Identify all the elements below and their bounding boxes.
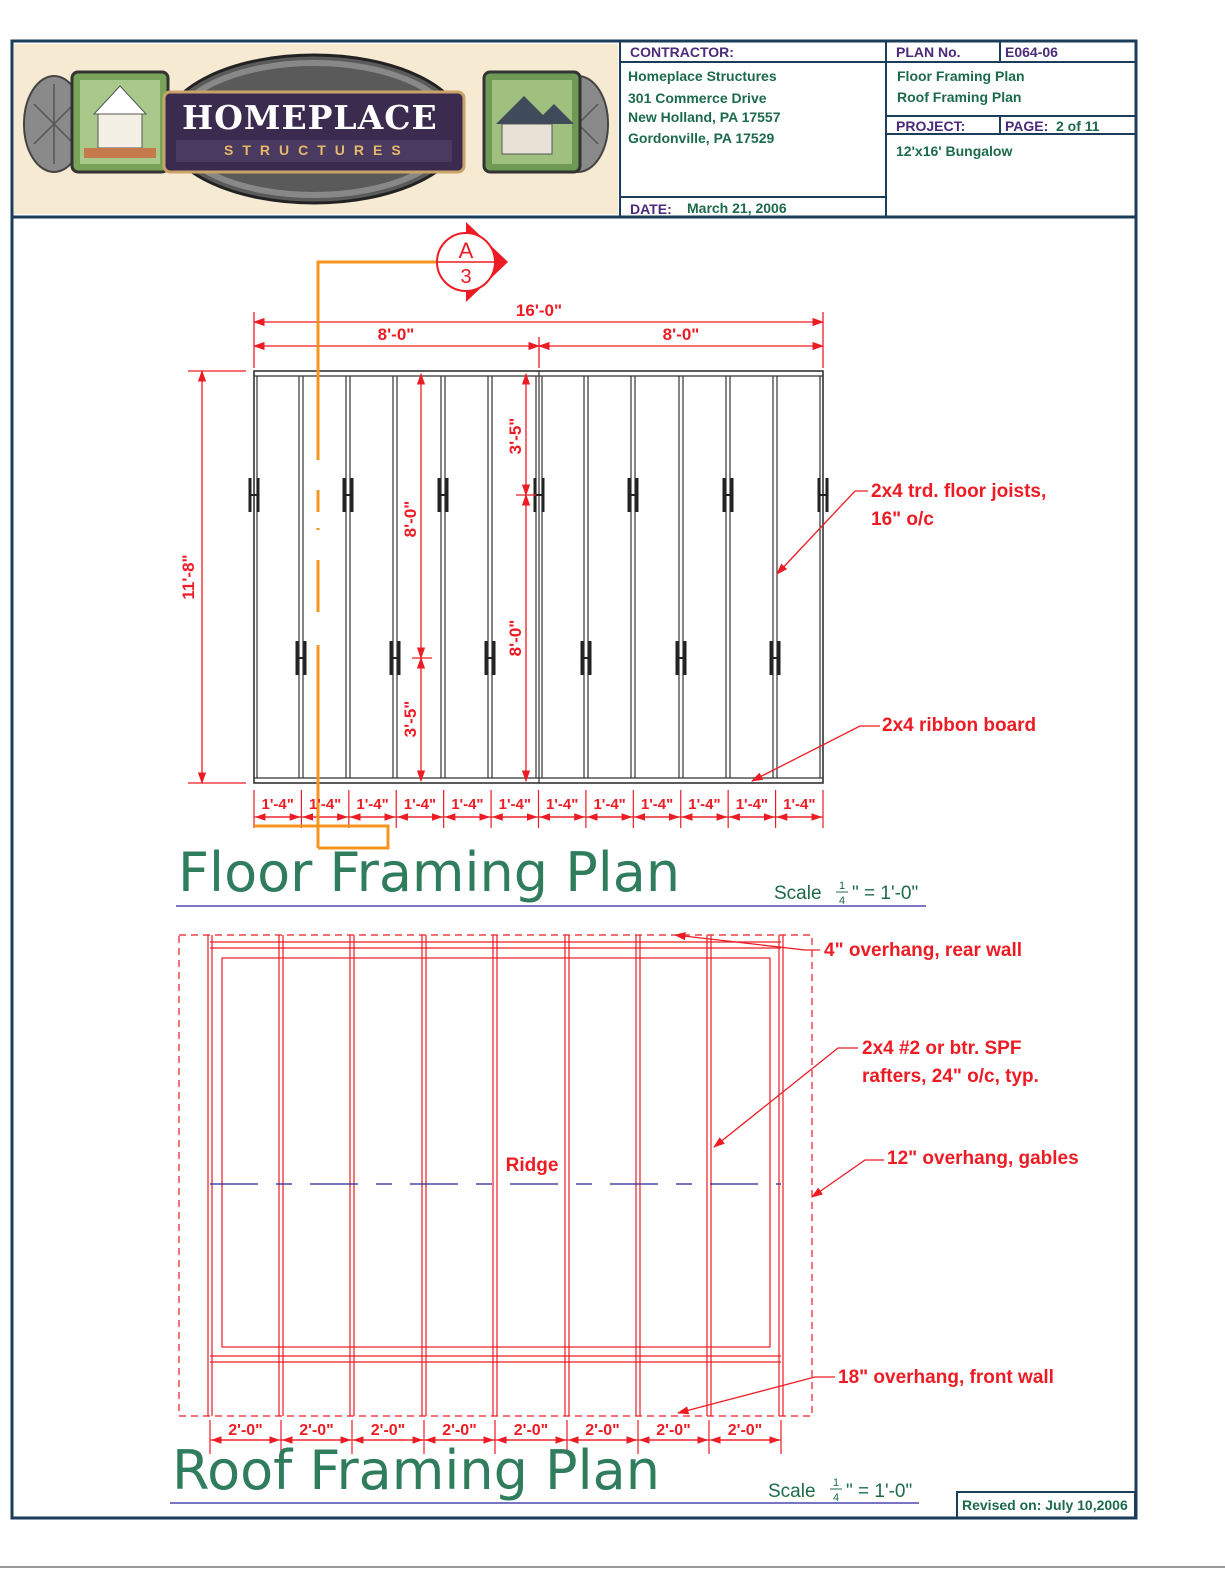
front-overhang-note: 18" overhang, front wall — [838, 1367, 1054, 1388]
roof-rafter-label: 2'-0" — [656, 1422, 691, 1439]
svg-text:1: 1 — [833, 1477, 839, 1489]
section-marker-sheet: 3 — [460, 266, 471, 288]
revised-box — [956, 1491, 1136, 1519]
floor-bay-dimension-ticks — [253, 790, 824, 828]
rafters — [207, 935, 784, 1416]
project-label: PROJECT: — [896, 118, 966, 134]
floor-scale-fraction: 1 4 — [836, 880, 848, 907]
roof-scale-fraction: 1 4 — [830, 1477, 842, 1504]
roof-rafter-label: 2'-0" — [299, 1422, 334, 1439]
rafters-note-line-2: rafters, 24" o/c, typ. — [862, 1066, 1039, 1087]
rear-overhang-note: 4" overhang, rear wall — [824, 940, 1023, 961]
roof-rafter-label: 2'-0" — [228, 1422, 263, 1439]
floor-framing — [248, 370, 829, 784]
page-label: PAGE: — [1005, 118, 1049, 134]
floor-bay-label: 1'-4" — [356, 796, 388, 813]
floor-bay-label: 1'-4" — [309, 796, 341, 813]
floor-bay-label: 1'-4" — [451, 796, 483, 813]
roof-rafter-label: 2'-0" — [514, 1422, 549, 1439]
floor-bay-label: 1'-4" — [546, 796, 578, 813]
floor-bay-label: 1'-4" — [499, 796, 531, 813]
svg-text:4: 4 — [833, 1492, 839, 1504]
contractor-label: CONTRACTOR: — [630, 44, 734, 60]
date-value: March 21, 2006 — [687, 200, 787, 216]
plan-title-2: Roof Framing Plan — [897, 89, 1022, 105]
floor-bay-label: 1'-4" — [593, 796, 625, 813]
project-value: 12'x16' Bungalow — [896, 143, 1013, 159]
plan-title-1: Floor Framing Plan — [897, 68, 1025, 84]
right-joist-short-label: 3'-5" — [506, 418, 525, 455]
floor-bay-label: 1'-4" — [262, 796, 294, 813]
floor-bay-labels: 1'-4" 1'-4" 1'-4" 1'-4" 1'-4" 1'-4" 1'-4" 1'-4"… — [262, 796, 816, 813]
ridge-label: Ridge — [506, 1155, 559, 1176]
left-joist-long-label: 8'-0" — [401, 501, 420, 538]
floor-scale-prefix: Scale — [774, 883, 822, 904]
overall-depth-label: 11'-8" — [179, 554, 198, 599]
roof-rafter-label: 2'-0" — [728, 1422, 763, 1439]
floor-bay-label: 1'-4" — [783, 796, 815, 813]
page-value: 2 of 11 — [1056, 118, 1100, 134]
section-cut-line — [254, 260, 439, 850]
floor-scale-suffix: " = 1'-0" — [852, 883, 919, 904]
floor-bay-label: 1'-4" — [404, 796, 436, 813]
rafters-note-line-1: 2x4 #2 or btr. SPF — [862, 1038, 1022, 1059]
contractor-line-2: 301 Commerce Drive — [628, 90, 767, 106]
homeplace-logo: HOMEPLACE STRUCTURES — [14, 44, 618, 214]
section-marker-letter: A — [459, 238, 474, 263]
ribbon-board-note: 2x4 ribbon board — [882, 715, 1037, 736]
floor-dimension-lines — [188, 312, 825, 818]
joists-note-line-2: 16" o/c — [871, 509, 934, 530]
left-joist-short-label: 3'-5" — [401, 701, 420, 738]
logo-wordmark: HOMEPLACE — [182, 98, 438, 137]
logo-artwork — [23, 53, 609, 205]
gables-overhang-note: 12" overhang, gables — [887, 1148, 1079, 1169]
svg-text:1: 1 — [839, 880, 845, 892]
floor-joists — [256, 376, 821, 778]
title-block-grid — [619, 41, 1136, 217]
contractor-line-3: New Holland, PA 17557 — [628, 109, 781, 125]
wall-outline — [221, 957, 771, 1348]
contractor-line-4: Gordonville, PA 17529 — [628, 130, 775, 146]
overall-width-label: 16'-0" — [516, 301, 562, 320]
right-joist-long-label: 8'-0" — [506, 620, 525, 657]
roof-framing — [178, 934, 813, 1417]
floor-plan-title: Floor Framing Plan — [178, 841, 681, 904]
roof-plan-title: Roof Framing Plan — [172, 1439, 660, 1502]
roof-callout-leaders — [673, 932, 884, 1415]
roof-rafter-label: 2'-0" — [442, 1422, 477, 1439]
floor-bay-label: 1'-4" — [641, 796, 673, 813]
logo-subtitle: STRUCTURES — [224, 142, 410, 158]
contractor-line-1: Homeplace Structures — [628, 68, 777, 84]
joist-splices — [248, 478, 829, 675]
plan-no-value: E064-06 — [1005, 44, 1058, 60]
floor-callout-leaders — [750, 490, 880, 782]
plan-no-label: PLAN No. — [896, 44, 961, 60]
svg-text:4: 4 — [839, 895, 845, 907]
date-label: DATE: — [630, 201, 672, 217]
joists-note-line-1: 2x4 trd. floor joists, — [871, 481, 1047, 502]
roof-rafter-label: 2'-0" — [585, 1422, 620, 1439]
revised-note: Revised on: July 10,2006 — [962, 1497, 1128, 1513]
floor-bay-label: 1'-4" — [736, 796, 768, 813]
roof-rafter-labels: 2'-0" 2'-0" 2'-0" 2'-0" 2'-0" 2'-0" 2'-0" 2'-0" — [228, 1422, 762, 1439]
floor-bay-label: 1'-4" — [688, 796, 720, 813]
half-width-right-label: 8'-0" — [663, 325, 700, 344]
roof-rafter-label: 2'-0" — [371, 1422, 406, 1439]
roof-scale-prefix: Scale — [768, 1481, 816, 1502]
roof-rafter-dimension-ticks — [209, 1420, 782, 1454]
section-marker: A 3 — [436, 222, 508, 302]
roof-overhang-outline — [178, 934, 813, 1417]
sheet-border — [10, 39, 1138, 1520]
half-width-left-label: 8'-0" — [378, 325, 415, 344]
roof-scale-suffix: " = 1'-0" — [846, 1481, 913, 1502]
